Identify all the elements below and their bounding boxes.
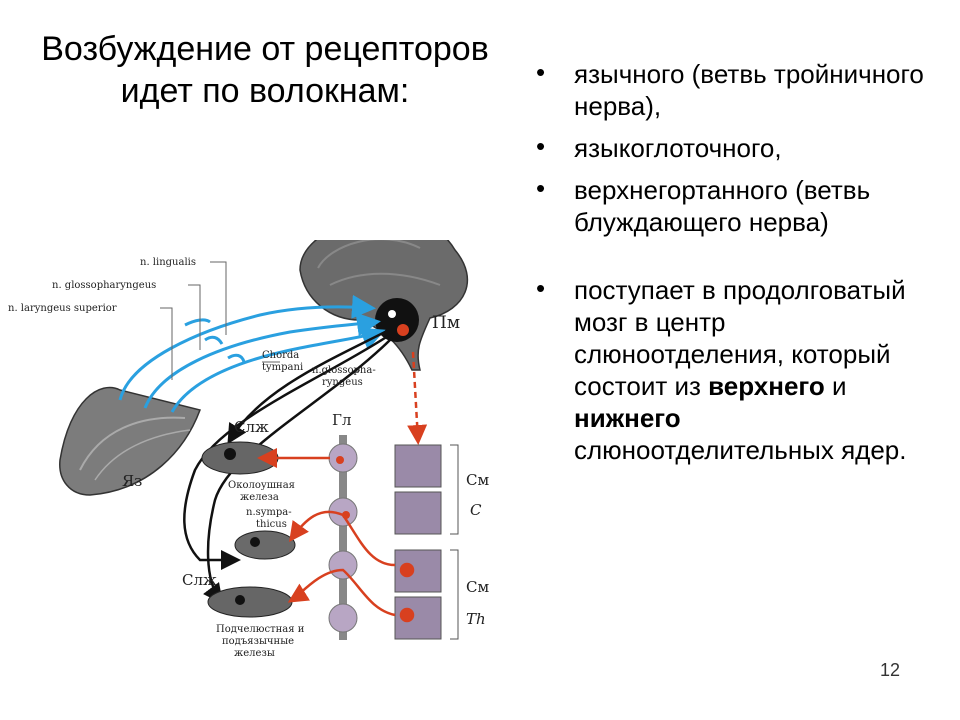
tongue-shape (59, 386, 201, 496)
submaxillary-gland (234, 530, 296, 560)
brain-shape (299, 240, 469, 371)
bullet-medulla-text: поступает в продолговатый мозг в центр с… (574, 275, 906, 401)
red-descending-path (407, 351, 428, 445)
label-yaz: Яз (122, 472, 142, 490)
parasympathetic-fibers (183, 330, 393, 605)
label-chorda: Chorda (262, 350, 299, 361)
bullet-lingual: язычного (ветвь тройничного нерва), (532, 56, 932, 122)
bullet-list: язычного (ветвь тройничного нерва), язык… (532, 56, 932, 466)
label-parotid-1: Околоушная (228, 480, 295, 491)
label-slzh-bottom: Слж (182, 571, 217, 589)
label-pm: Пм (432, 313, 460, 333)
label-submandibular-3: железы (234, 648, 275, 659)
label-sm-bottom: См (466, 578, 489, 596)
bullet-medulla-end: слюноотделительных ядер. (574, 435, 907, 465)
label-tympani: tympani (262, 362, 303, 373)
sympathetic-chain (328, 435, 358, 640)
label-n-laryngeus-superior: n. laryngeus superior (8, 303, 117, 314)
afferent-fibers (118, 294, 386, 413)
sympathetic-fibers (257, 448, 415, 623)
label-submandibular-1: Подчелюстная и (216, 624, 305, 635)
bullet-laryngeal: верхнегортанного (ветвь блуждающего нерв… (532, 172, 932, 238)
label-n-glossopha: n.glossopha- (312, 365, 376, 376)
label-n-glossopharyngeus: n. glossopharyngeus (52, 280, 156, 291)
bullet-medulla-and: и (824, 371, 847, 401)
bold-upper: верхнего (708, 371, 825, 401)
bold-lower: нижнего (574, 403, 681, 433)
sublingual-gland (207, 586, 293, 618)
label-slzh-top: Слж (234, 418, 269, 436)
label-ryngeus: ryngeus (322, 377, 363, 388)
label-c: С (470, 501, 482, 519)
label-th: Th (466, 610, 486, 628)
label-n-sympa: n.sympa- (246, 507, 292, 518)
segment-brackets (450, 444, 459, 640)
label-thicus: thicus (256, 519, 287, 530)
salivation-reflex-diagram: n. lingualis n. glossopharyngeus n. lary… (8, 240, 489, 659)
label-n-lingualis: n. lingualis (140, 257, 196, 268)
page-number: 12 (880, 660, 901, 680)
bullet-medulla: поступает в продолговатый мозг в центр с… (532, 272, 932, 466)
slide-title: Возбуждение от рецепторов идет по волокн… (41, 30, 489, 110)
label-sm-top: См (466, 471, 489, 489)
label-parotid-2: железа (240, 492, 279, 503)
label-gl: Гл (332, 411, 351, 429)
label-submandibular-2: подъязычные (222, 636, 294, 647)
bullet-glossopharyngeal: языкоглоточного, (532, 130, 932, 164)
